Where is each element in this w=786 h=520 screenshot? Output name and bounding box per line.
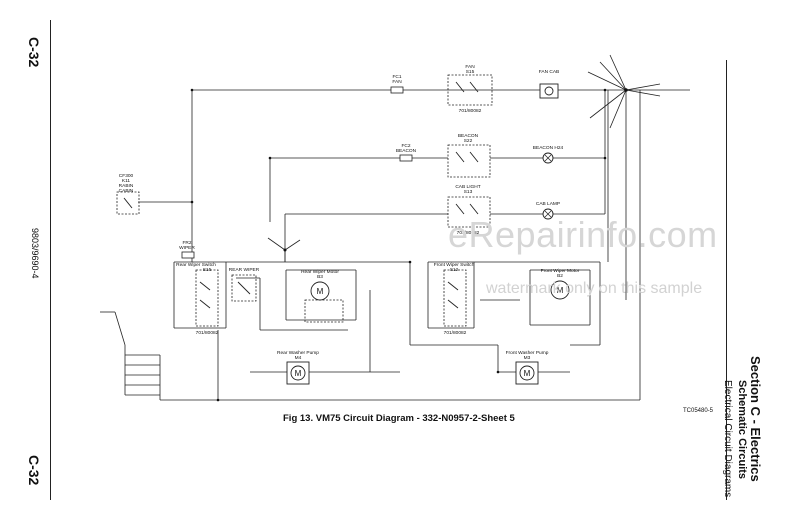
fan-part-no: 701/80082 [459,108,482,114]
watermark-brand: eRepairinfo.com [448,214,718,255]
front-washer-pump-id: M3 [524,355,531,361]
fuse-fr2-sub: WIPER [179,245,195,251]
rear-wiper-switch-label: Rear Wiper Switch [176,262,216,268]
cab-connector-sub1: RABIN [119,183,134,189]
figure-ref: TC05480-5 [683,408,714,414]
fuse-fr2-label: FR2 [182,240,191,246]
beacon-lamp-label: BEACON H24 [533,145,564,151]
cab-light-id: S13 [464,189,473,195]
right-margin-rule [726,60,727,500]
rear-wiper-motor-id: B3 [317,274,323,280]
cab-connector-id: K11 [122,178,131,184]
rear-wiper-relay-label: REAR WIPER [229,267,260,273]
rear-washer-pump-label: Rear Washer Pump [277,350,319,356]
front-wiper-motor-label: Front Wiper Motor [541,268,580,274]
rear-washer-pump-id: M4 [295,355,302,361]
front-wiper-motor-id: B2 [557,273,563,279]
fan-switch-id: S15 [466,69,475,75]
cab-light-label: CAB LIGHT [455,184,480,190]
fan-switch-label: FAN [465,64,475,70]
cab-lamp-label: CAB LAMP [536,201,560,207]
fan-cab-label: FAN CAB [539,69,560,75]
watermark-note: watermark only on this sample [486,280,703,297]
beacon-switch-label: BEACON [458,133,479,139]
fuse-fc1-label: FC1 [392,74,401,80]
fuse-fc2-sub: BEACON [396,148,417,154]
beacon-switch-id: S22 [464,138,473,144]
fuse-fc2-label: FC2 [401,143,410,149]
rear-wiper-switch-id: S15 [203,267,212,273]
rear-wiper-motor-label: Rear Wiper Motor [301,269,339,275]
left-margin-rule [50,20,51,500]
cab-connector-sub2: CABIN [119,188,134,194]
rear-switch-part-no: 701/80082 [196,330,219,336]
rear-washer-pump-symbol: M [295,369,302,378]
cab-connector-label: CF300 [119,173,134,179]
fuse-fc1-sub: FAN [392,79,402,85]
rear-wiper-motor-symbol: M [317,287,324,296]
front-wiper-switch-label: Front Wiper Switch [434,262,475,268]
front-wiper-switch-id: S12 [450,267,459,273]
front-switch-part-no: 701/80082 [444,330,467,336]
cab-light-part-no: 701/80082 [457,230,480,236]
front-washer-pump-symbol: M [524,369,531,378]
figure-caption: Fig 13. VM75 Circuit Diagram - 332-N0957… [283,413,515,424]
front-washer-pump-label: Front Washer Pump [506,350,549,356]
front-wiper-motor-symbol: M [557,286,564,295]
